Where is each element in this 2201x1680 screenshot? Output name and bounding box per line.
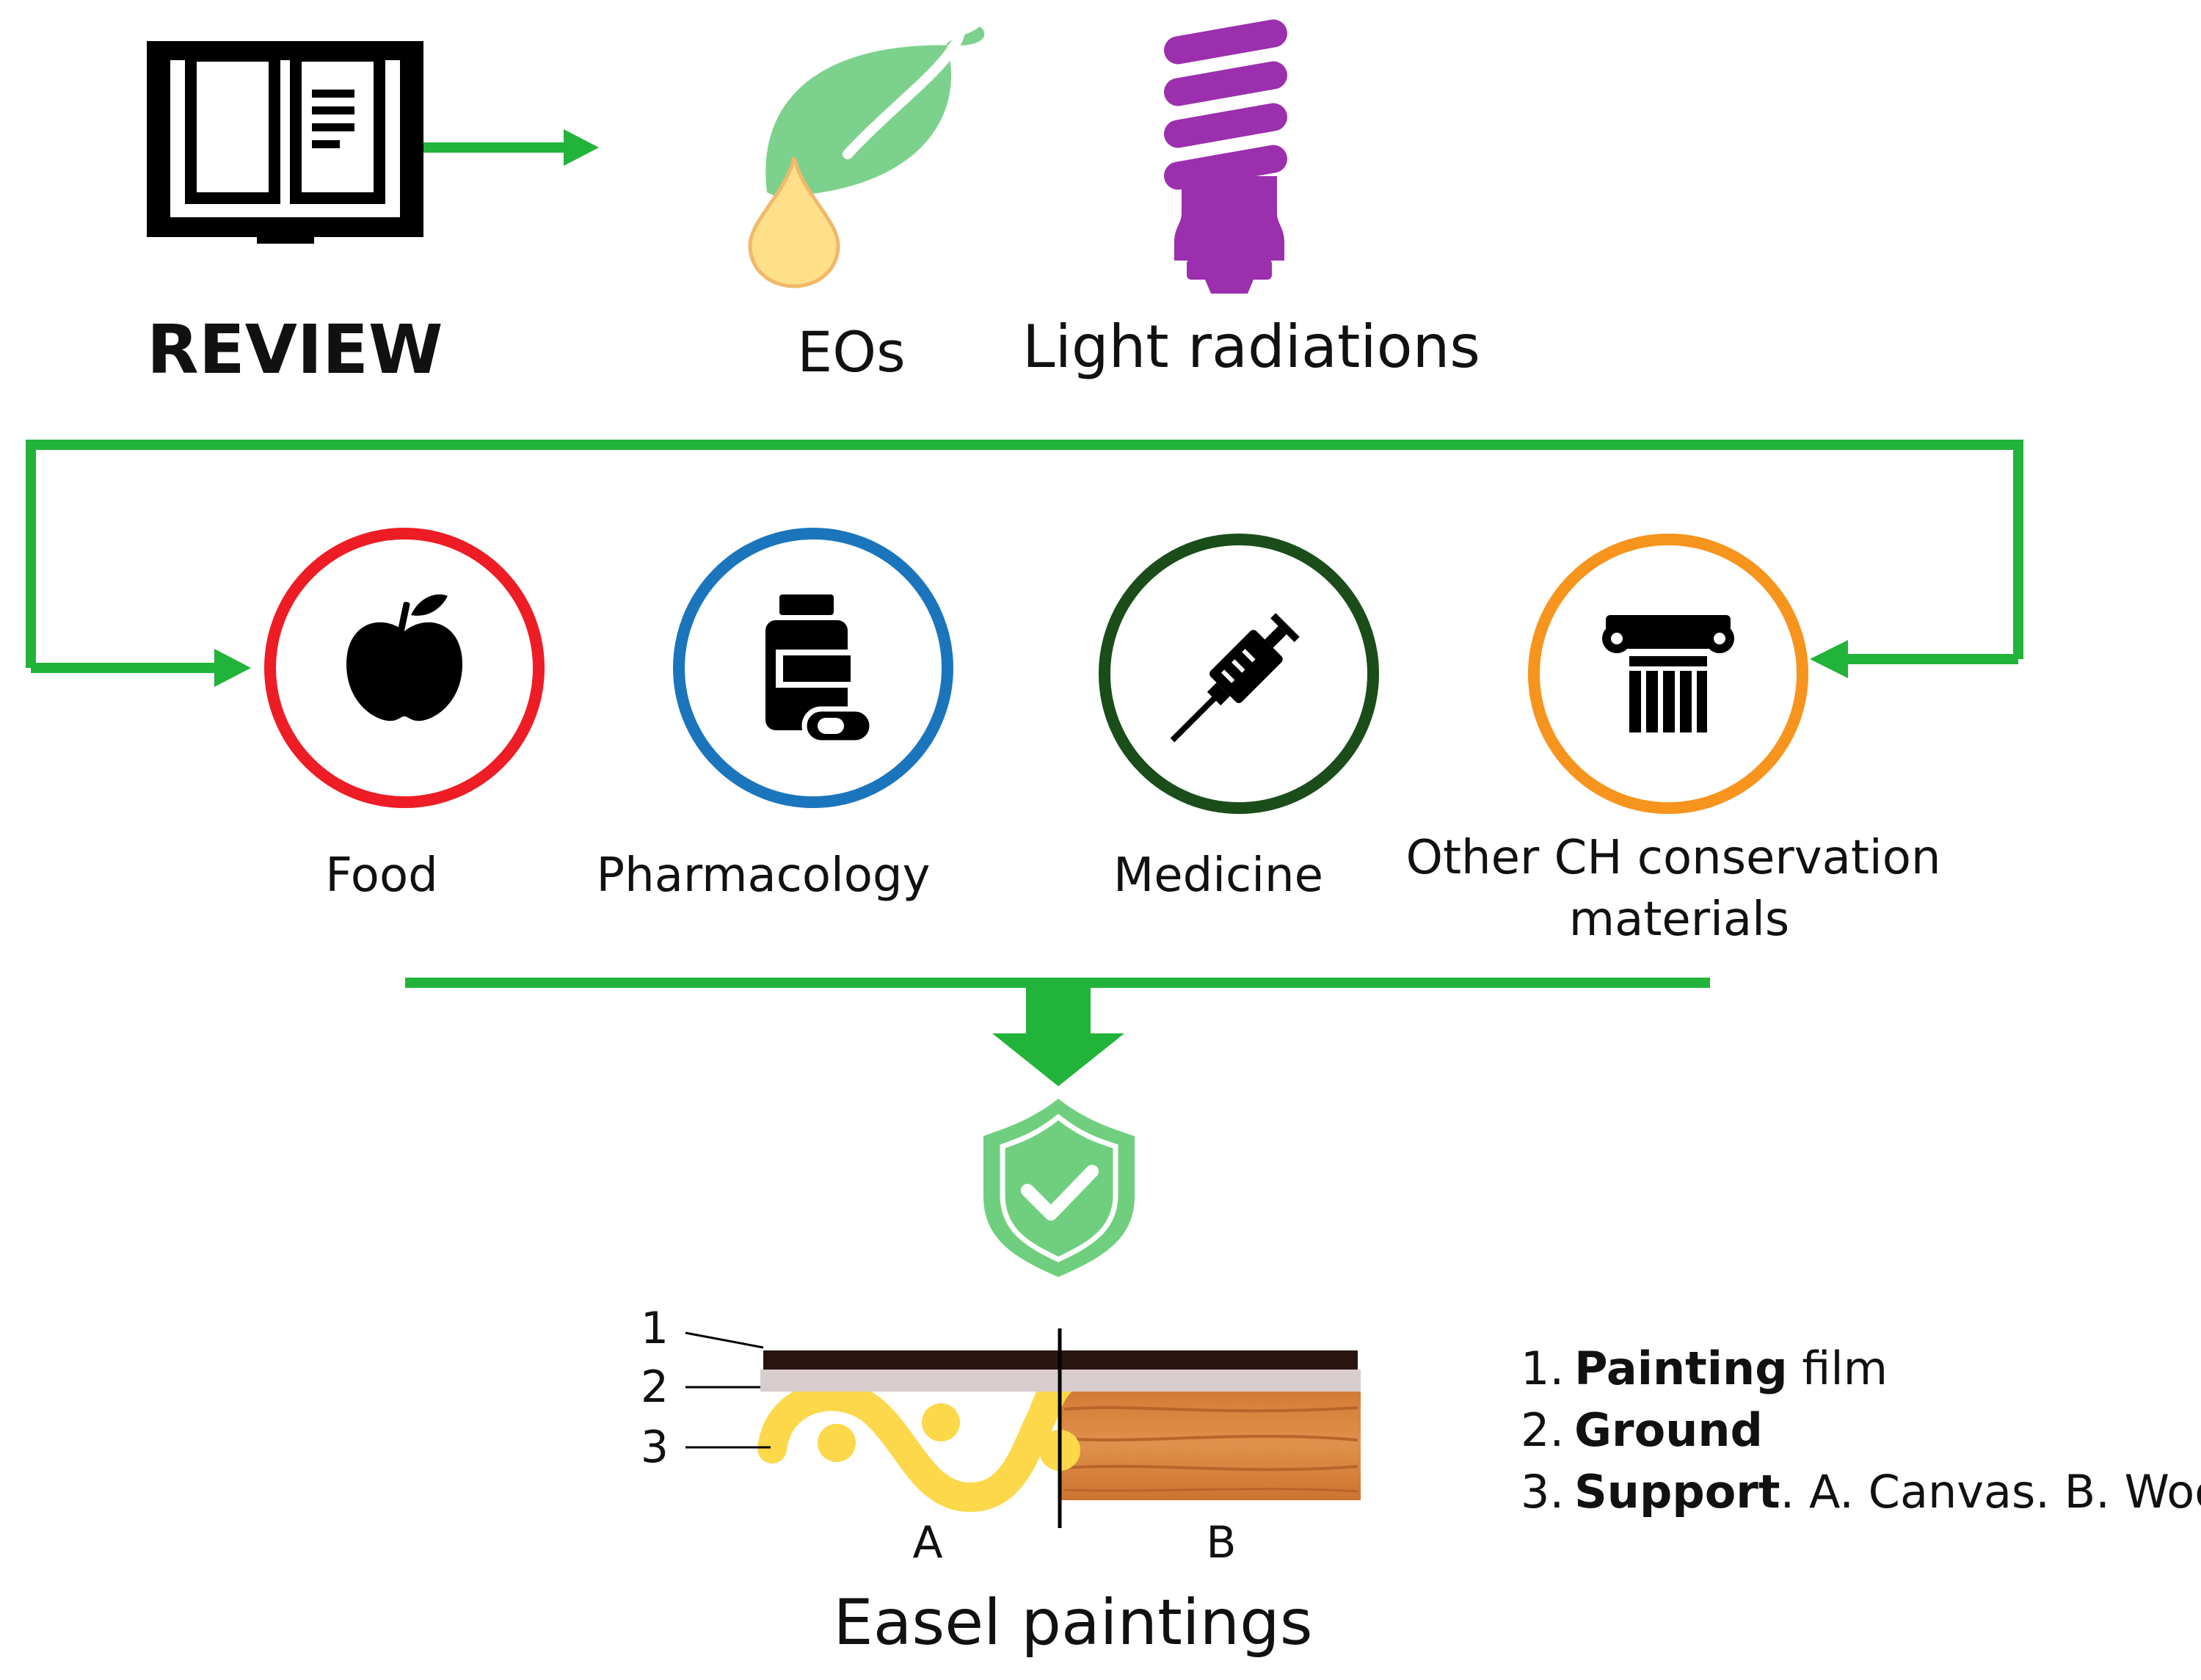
syringe-icon — [1170, 613, 1300, 743]
food-circle — [264, 528, 545, 808]
light-bulb-icon — [1164, 19, 1287, 294]
legend-term: Support — [1574, 1465, 1780, 1519]
leaf-drop-icon — [748, 26, 985, 288]
food-label: Food — [325, 848, 437, 903]
legend-rest: . A. Canvas. B. Wood — [1780, 1465, 2201, 1519]
easel-paintings-title: Easel paintings — [833, 1586, 1312, 1659]
legend-item-1: 1.Painting film — [1521, 1342, 1888, 1395]
legend-item-2: 2.Ground — [1521, 1403, 1763, 1457]
legend-item-3: 3.Support. A. Canvas. B. Wood — [1521, 1465, 2201, 1519]
legend-term: Painting — [1574, 1342, 1787, 1395]
medicine-label: Medicine — [1113, 848, 1323, 903]
other-ch-label-line2: materials — [1569, 892, 1789, 947]
layer-number-2: 2 — [641, 1361, 669, 1413]
shield-check-icon — [983, 1099, 1135, 1277]
canvas-support — [757, 1367, 1080, 1513]
legend-number: 3. — [1521, 1465, 1564, 1519]
review-label: REVIEW — [147, 310, 443, 389]
layer-number-1: 1 — [641, 1303, 669, 1354]
column-icon — [1602, 615, 1734, 732]
section-label-b: B — [1206, 1517, 1236, 1568]
apple-icon — [346, 594, 462, 721]
legend: 1.Painting film 2.Ground 3.Support. A. C… — [1521, 1342, 2201, 1519]
legend-term: Ground — [1574, 1403, 1763, 1457]
eos-label: EOs — [797, 319, 905, 385]
open-book-icon — [147, 41, 423, 244]
light-radiations-label: Light radiations — [1022, 313, 1480, 381]
legend-rest: film — [1788, 1342, 1888, 1395]
wood-support — [1060, 1389, 1361, 1500]
section-label-a: A — [912, 1517, 942, 1568]
other-ch-label-line1: Other CH conservation — [1406, 831, 1941, 885]
pharmacology-label: Pharmacology — [597, 848, 931, 903]
painting-cross-section — [685, 1328, 1361, 1528]
layer-number-3: 3 — [641, 1422, 669, 1473]
review-arrow — [423, 129, 599, 166]
down-arrow — [405, 978, 1710, 1086]
legend-number: 1. — [1521, 1342, 1564, 1395]
other-ch-circle — [1528, 534, 1808, 814]
medicine-bottle-icon — [765, 594, 875, 746]
connector-bracket — [26, 440, 2023, 687]
pharmacology-circle — [673, 528, 953, 808]
legend-number: 2. — [1521, 1403, 1564, 1457]
medicine-circle — [1099, 534, 1379, 814]
